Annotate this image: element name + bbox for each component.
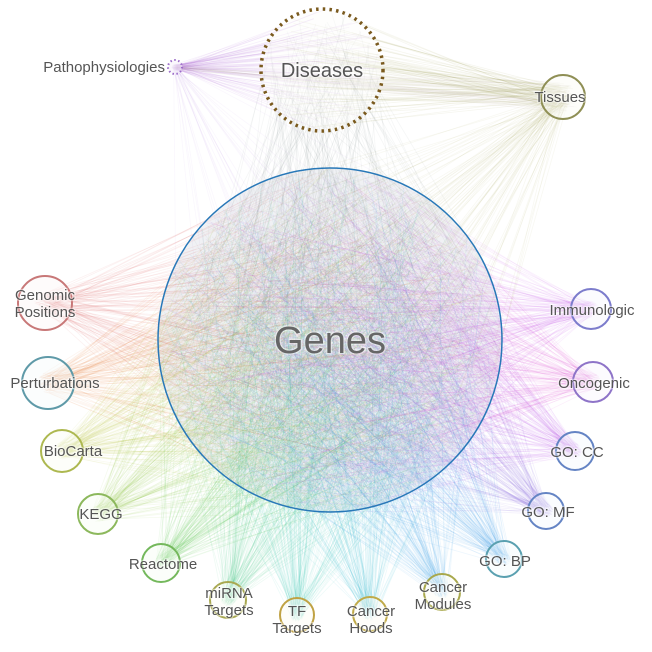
node-cancer_hoods[interactable] xyxy=(352,596,388,632)
node-tissues[interactable] xyxy=(540,74,586,120)
edge-bundle-genes-genes xyxy=(161,168,498,511)
node-biocarta[interactable] xyxy=(40,429,84,473)
nodes xyxy=(17,7,614,633)
label-reactome: Reactome xyxy=(129,556,197,573)
label-pathophysiologies: Pathophysiologies xyxy=(43,59,165,76)
label-mirna_targets: Targets xyxy=(204,602,253,619)
node-immunologic[interactable] xyxy=(570,288,612,330)
edge-bundle-go_cc-genes xyxy=(167,170,583,508)
label-mirna_targets: miRNA xyxy=(205,585,253,602)
edge-bundle-cancer_modules-genes xyxy=(169,174,484,599)
edge-bundle-pathophysiologies-diseases xyxy=(171,9,380,132)
edge-bundle-immunologic-genes xyxy=(169,175,599,487)
edge-bundle-tissues-genes xyxy=(172,89,572,504)
label-cancer_modules: Modules xyxy=(415,596,472,613)
label-go_mf: GO: MF xyxy=(521,504,574,521)
label-perturbations: Perturbations xyxy=(10,375,99,392)
edge-bundles xyxy=(34,9,601,622)
edge-bundle-kegg-genes xyxy=(89,185,483,522)
node-reactome[interactable] xyxy=(141,543,181,583)
edge-bundle-pathophysiologies-tissues xyxy=(172,64,578,114)
label-tf_targets: TF xyxy=(288,603,306,620)
label-genomic_positions: Positions xyxy=(15,304,76,321)
node-go_cc[interactable] xyxy=(555,431,595,471)
node-pathophysiologies[interactable] xyxy=(167,59,183,75)
label-go_cc: GO: CC xyxy=(550,444,604,461)
label-oncogenic: Oncogenic xyxy=(558,375,630,392)
label-diseases: Diseases xyxy=(281,60,363,82)
node-go_bp[interactable] xyxy=(485,540,523,578)
node-genomic_positions[interactable] xyxy=(17,275,73,331)
labels: Genes Diseases PathophysiologiesTissuesGen… xyxy=(9,58,636,639)
edge-bundle-genomic_positions-genes xyxy=(34,172,485,498)
label-biocarta: BioCarta xyxy=(44,443,103,460)
node-perturbations[interactable] xyxy=(21,356,75,410)
node-tf_targets[interactable] xyxy=(279,597,315,633)
label-immunologic: Immunologic xyxy=(549,302,635,319)
edge-bundle-biocarta-genes xyxy=(53,167,490,509)
edge-bundle-oncogenic-genes xyxy=(182,172,601,498)
node-mirna_targets[interactable] xyxy=(209,581,247,619)
label-genes: Genes xyxy=(274,320,386,362)
label-go_bp: GO: BP xyxy=(479,553,531,570)
node-cancer_modules[interactable] xyxy=(423,573,461,611)
label-tf_targets: Targets xyxy=(272,620,321,637)
label-cancer_modules: Cancer xyxy=(419,579,467,596)
genes-disk xyxy=(158,168,502,512)
label-genomic_positions: Genomic xyxy=(15,287,76,304)
node-genes[interactable] xyxy=(157,167,503,513)
edge-bundle-tissues-diseases xyxy=(261,18,576,129)
label-cancer_hoods: Hoods xyxy=(349,620,392,637)
node-oncogenic[interactable] xyxy=(572,361,614,403)
edge-bundle-pathophysiologies-genes xyxy=(172,64,460,492)
edge-bundle-tf_targets-genes xyxy=(160,178,497,622)
label-tissues: Tissues xyxy=(534,89,585,106)
edge-bundle-diseases-genes xyxy=(165,11,499,494)
edge-bundle-go_mf-genes xyxy=(166,173,554,519)
node-diseases[interactable] xyxy=(259,7,385,133)
label-kegg: KEGG xyxy=(79,506,122,523)
node-kegg[interactable] xyxy=(77,493,119,535)
edge-bundle-reactome-genes xyxy=(153,180,500,571)
node-go_mf[interactable] xyxy=(527,492,565,530)
edge-bundle-go_bp-genes xyxy=(162,170,512,567)
label-cancer_hoods: Cancer xyxy=(347,603,395,620)
edge-bundle-mirna_targets-genes xyxy=(161,177,496,607)
